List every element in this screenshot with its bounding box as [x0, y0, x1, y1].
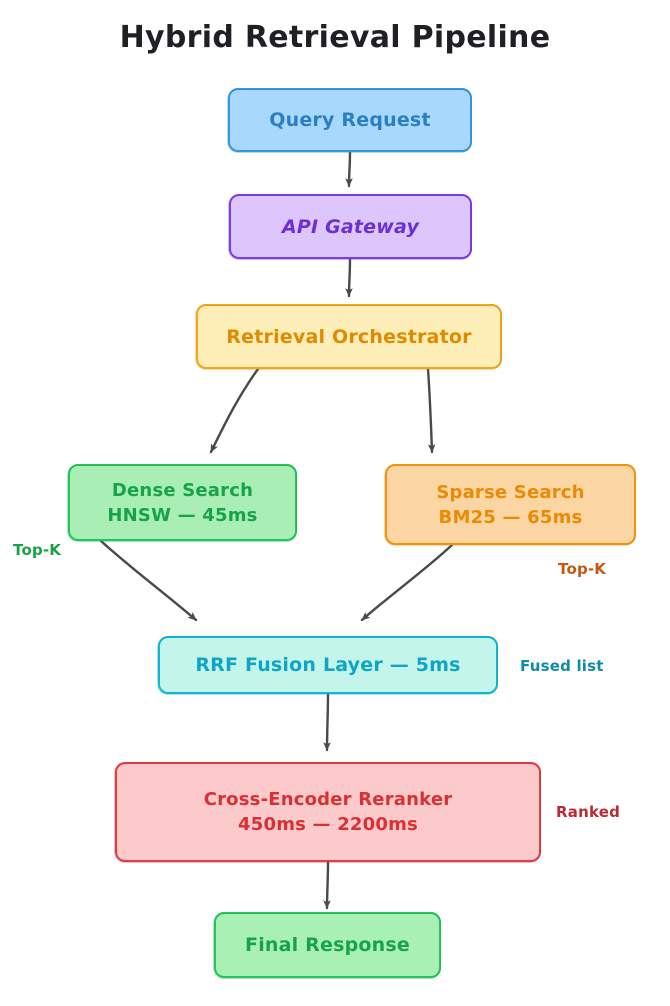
node-sparse-search[interactable]: Sparse Search BM25 — 65ms — [384, 464, 636, 546]
edge-orchestrator-to-sparse — [426, 367, 436, 454]
edge-label-ranked: Ranked — [556, 803, 621, 821]
edge-label-topk-sparse: Top-K — [558, 560, 607, 578]
node-final-response[interactable]: Final Response — [213, 912, 441, 979]
node-cross-encoder-reranker[interactable]: Cross-Encoder Reranker 450ms — 2200ms — [114, 762, 541, 863]
node-retrieval-orchestrator-label: Retrieval Orchestrator — [226, 325, 472, 348]
node-cross-encoder-reranker-detail: 450ms — 2200ms — [238, 814, 418, 835]
node-final-response-label: Final Response — [245, 934, 410, 956]
node-api-gateway[interactable]: API Gateway — [228, 194, 472, 260]
node-dense-search-label: Dense Search — [111, 479, 254, 501]
node-rrf-fusion-layer-label: RRF Fusion Layer — 5ms — [195, 654, 461, 676]
node-retrieval-orchestrator[interactable]: Retrieval Orchestrator — [195, 304, 502, 370]
node-rrf-fusion-layer[interactable]: RRF Fusion Layer — 5ms — [157, 636, 498, 695]
node-query-request-label: Query Request — [269, 109, 431, 131]
edge-dense-to-rrf — [99, 539, 198, 622]
node-cross-encoder-reranker-label: Cross-Encoder Reranker — [203, 789, 453, 810]
edge-sparse-to-rrf — [360, 543, 454, 622]
edge-rrf-to-reranker — [323, 692, 331, 752]
edge-label-topk-dense: Top-K — [13, 541, 62, 559]
node-sparse-search-label: Sparse Search — [436, 481, 585, 503]
edge-label-fused-list: Fused list — [520, 657, 604, 675]
edge-orchestrator-to-dense — [209, 367, 260, 454]
node-dense-search[interactable]: Dense Search HNSW — 45ms — [67, 464, 297, 542]
node-sparse-search-detail: BM25 — 65ms — [438, 506, 583, 528]
node-api-gateway-label: API Gateway — [281, 215, 420, 238]
edge-gateway-to-orchestrator — [345, 257, 353, 298]
node-query-request[interactable]: Query Request — [227, 88, 472, 153]
edge-query-to-gateway — [345, 150, 353, 188]
edge-reranker-to-final — [323, 860, 331, 910]
page-title: Hybrid Retrieval Pipeline — [119, 20, 551, 55]
node-dense-search-detail: HNSW — 45ms — [107, 504, 258, 526]
